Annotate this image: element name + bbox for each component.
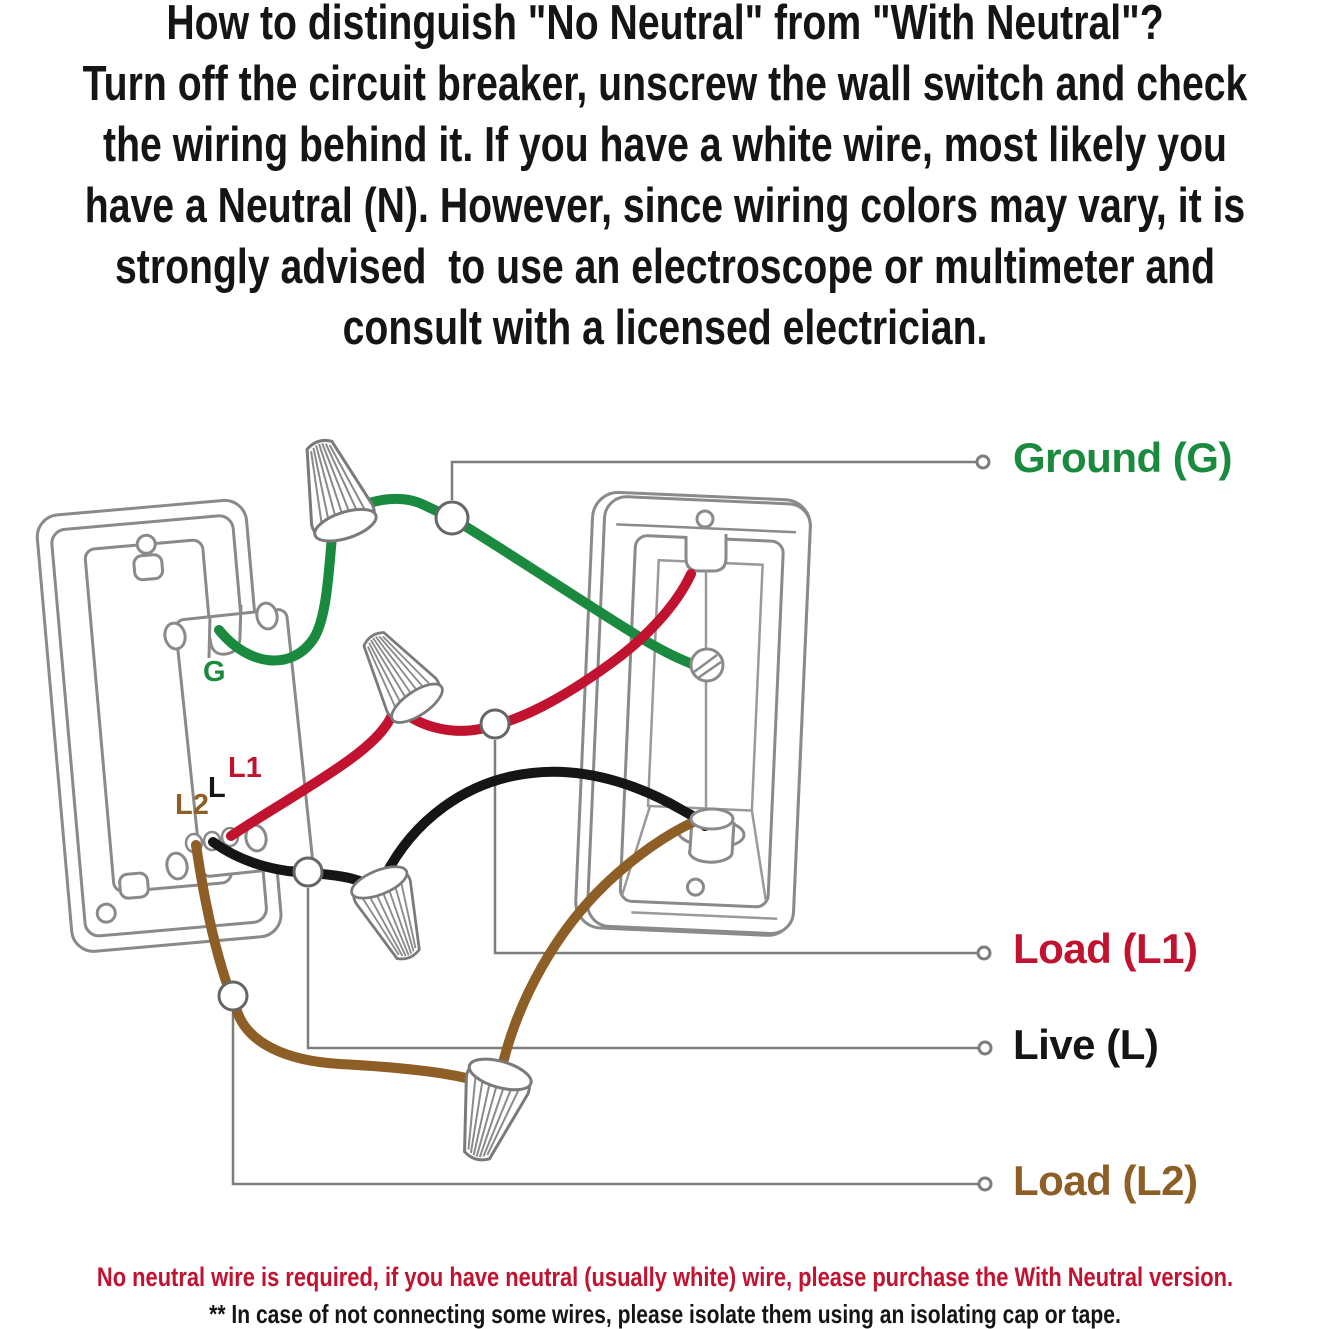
ground-wire	[214, 522, 338, 666]
wire-nut-load1	[345, 618, 450, 732]
plate-hole-top-circle	[135, 533, 157, 555]
label-load2: Load (L2)	[1013, 1157, 1198, 1204]
wire-nut-load2	[443, 1051, 537, 1170]
load2-wire	[231, 1003, 482, 1086]
load1-wire	[397, 569, 696, 736]
live-wire	[379, 766, 710, 883]
note-no-neutral: No neutral wire is required, if you have…	[96, 1262, 1233, 1292]
switch-ear-holes	[163, 601, 279, 881]
leader-endpoints	[975, 454, 993, 1192]
junction-load1	[479, 708, 511, 740]
load1-wire	[226, 710, 397, 841]
label-ground: Ground (G)	[1013, 434, 1232, 481]
terminal-label-g: G	[203, 656, 226, 688]
ground-tab	[207, 604, 243, 659]
junction-load2	[217, 980, 249, 1012]
box-wire-entry-rim	[689, 807, 735, 831]
ground-screw	[689, 647, 725, 683]
wire-nut-ground	[286, 430, 382, 549]
label-load1: Load (L1)	[1013, 925, 1198, 972]
box-screw-hole-top	[695, 509, 715, 529]
terminal-label-l1: L1	[228, 752, 262, 784]
leader-load2	[231, 1012, 978, 1186]
ground-wire	[342, 493, 697, 669]
footer-notes: No neutral wire is required, if you have…	[57, 1260, 1272, 1329]
label-live: Live (L)	[1013, 1021, 1159, 1068]
note-isolate-wires: ** In case of not connecting some wires,…	[208, 1299, 1121, 1329]
leader-ground	[450, 460, 976, 500]
terminal-label-l: L	[208, 772, 226, 804]
box-top-tab	[684, 534, 728, 573]
page-title: How to distinguish "No Neutral" from "Wi…	[82, 0, 1247, 355]
leader-load1	[493, 740, 977, 955]
leader-live	[306, 888, 978, 1050]
load2-wire	[191, 840, 234, 995]
plate-hole-bottom-circle	[95, 902, 117, 924]
load2-wire	[497, 812, 710, 1072]
junction-ground	[434, 500, 470, 536]
leader-lines	[231, 460, 978, 1186]
junction-live	[292, 856, 324, 888]
plate-hole-bottom-square	[118, 871, 150, 900]
electrical-box	[574, 490, 812, 937]
box-screw-hole-bottom	[685, 877, 705, 897]
terminal-label-l2: L2	[175, 789, 209, 821]
junction-dots	[217, 500, 511, 1012]
plate-hole-top-square	[132, 553, 165, 582]
